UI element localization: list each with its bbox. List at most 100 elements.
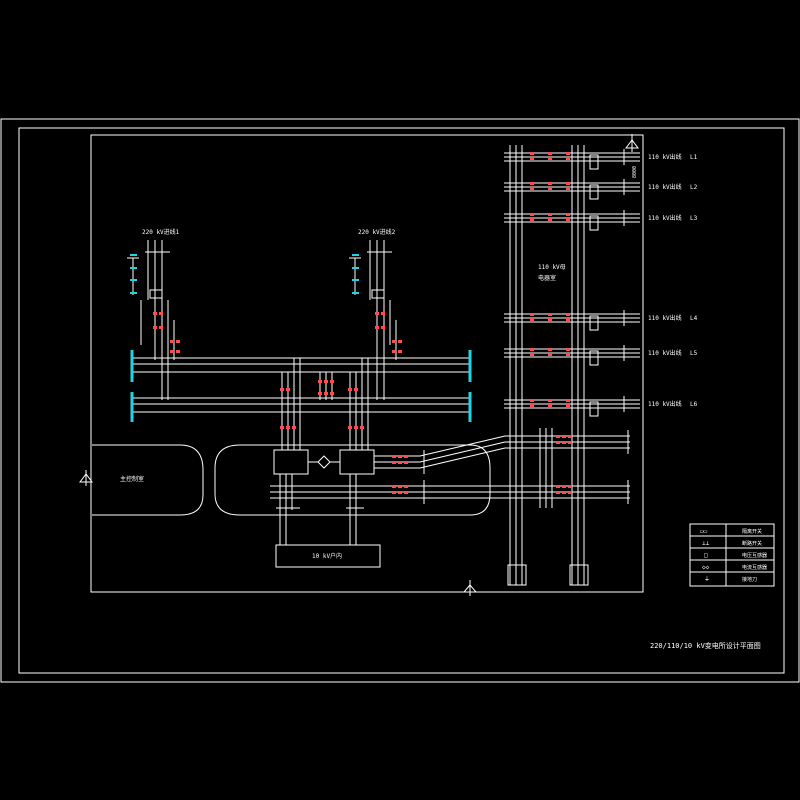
breaker-mark [566,213,570,216]
line-220-1-label: 220 kV进线1 [142,228,180,236]
breaker-mark [530,399,534,402]
legend-symbol-2: ⊥⊥ [702,540,710,547]
legend-label-2: 断路开关 [742,540,762,547]
breaker-mark [566,318,570,321]
yard-10kv-outline [214,444,491,516]
feeder-110-bay [504,149,640,170]
legend-label-1: 隔离开关 [742,528,762,535]
legend-symbol-4: ◇◇ [702,564,710,571]
bay-110-label-1: 110 kV母 [538,264,566,271]
breaker-marks-line1 [153,312,180,353]
transformer-neutral [308,455,340,469]
breaker-mark [566,187,570,190]
bay-110-label-2: 电器室 [538,274,556,282]
legend-label-5: 接地刀 [742,576,757,583]
inner-frame [18,127,785,674]
north-mark-bottom [462,580,478,596]
transformer-110-breakers [392,455,408,494]
feeder-110-label: 110 kV出线 [648,183,682,191]
legend-label-4: 电流互感器 [742,564,767,571]
breaker-mark [530,213,534,216]
breaker-mark [548,318,552,321]
breaker-mark [566,157,570,160]
indoor-10kv-label: 10 kV户内 [312,552,342,560]
busbar-220-ends [130,350,472,422]
feeder-110-label: 110 kV出线 [648,400,682,408]
legend-label-3: 电压互感器 [742,552,767,559]
breaker-mark [530,318,534,321]
feeder-110-label: 110 kV出线 [648,314,682,322]
legend-symbol-5: ⏚ [704,576,710,583]
feeders-to-indoor [270,474,420,545]
feeder-110-tag: L1 [690,154,698,161]
feeder-110-tag: L6 [690,401,698,408]
feeder-110-bay [504,310,640,331]
transformer-110-crossbars [505,428,630,508]
busbar-110-bottom [507,564,589,586]
transformer-bays [281,358,369,450]
breaker-mark [530,187,534,190]
breaker-mark [548,157,552,160]
side-mark: 8000 [632,166,638,178]
incoming-line-220-1 [127,240,175,400]
busbars-220 [132,357,470,413]
substation-boundary [90,134,644,593]
breaker-mark [530,152,534,155]
indoor-10kv-building [275,544,381,568]
breaker-mark [548,187,552,190]
breaker-mark [566,218,570,221]
breaker-mark [548,213,552,216]
feeder-110-label: 110 kV出线 [648,349,682,357]
breaker-mark [530,218,534,221]
busbar-220-2-earth [352,254,359,294]
feeder-110-bay [504,396,640,417]
breaker-mark [548,399,552,402]
breaker-mark [548,313,552,316]
breaker-mark [566,399,570,402]
feeders-110: 110 kV出线 L1 110 kV出线 L2 110 kV出线 L3 110 kV出线 L4… [504,149,698,417]
north-mark-left [79,470,93,486]
feeder-110-label: 110 kV出线 [648,153,682,161]
line-220-2-label: 220 kV进线2 [358,228,396,236]
breaker-mark [530,313,534,316]
feeder-110-tag: L4 [690,315,698,322]
breaker-mark [530,157,534,160]
transformer-2 [339,449,375,475]
drawing-title: 220/110/10 kV变电所设计平面图 [650,641,761,650]
feeder-110-tag: L2 [690,184,698,191]
busbars-110-vertical [509,145,585,585]
feeder-110-bay [504,345,640,366]
feeder-110-bay [504,210,640,231]
breaker-mark [548,353,552,356]
north-mark-top [625,134,639,152]
crossbar-breakers [556,435,572,494]
breaker-mark [566,348,570,351]
feeder-110-tag: L3 [690,215,698,222]
control-room-outline [92,444,204,516]
breaker-mark [548,348,552,351]
legend: ▭▭ 隔离开关 ⊥⊥ 断路开关 □ 电压互感器 ◇◇ 电流互感器 ⏚ 接地刀 [689,523,775,587]
breaker-mark [530,353,534,356]
feeder-110-label: 110 kV出线 [648,214,682,222]
legend-symbol-1: ▭▭ [700,528,708,535]
legend-box [689,523,775,587]
breaker-mark [566,152,570,155]
breaker-mark [530,348,534,351]
busbar-220-1-earth [130,254,137,294]
breaker-mark [548,152,552,155]
incoming-line-220-2 [349,240,397,400]
feeder-110-bay [504,179,640,200]
legend-symbol-3: □ [704,552,708,559]
breaker-marks-line2 [375,312,402,353]
breaker-mark [566,353,570,356]
transformer-1 [273,449,309,475]
breaker-mark [530,182,534,185]
breaker-mark [566,313,570,316]
breaker-mark [566,404,570,407]
breaker-mark [548,404,552,407]
breaker-mark [548,218,552,221]
breaker-mark [566,182,570,185]
transformer-110-links [374,435,506,504]
control-room-label: 主控制室 [120,475,144,483]
